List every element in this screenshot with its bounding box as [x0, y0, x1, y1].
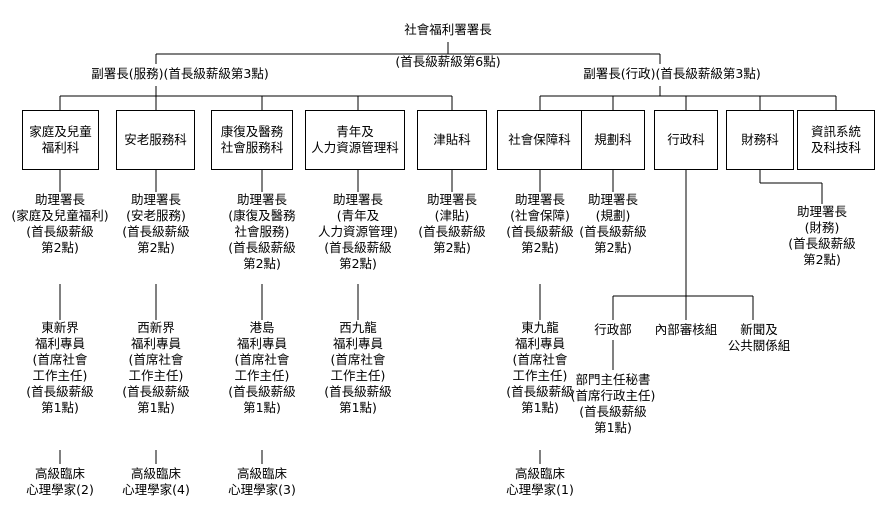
assistant-director-planning: 助理署長 (規劃) (首長級薪級 第2點) — [579, 192, 647, 255]
box-finance[interactable]: 財務科 — [726, 110, 794, 170]
box-administration[interactable]: 行政科 — [654, 110, 718, 170]
admin-unit-administration-division: 行政部 — [594, 322, 632, 337]
box-elderly-service[interactable]: 安老服務科 — [116, 110, 195, 170]
welfare-officer-west-kowloon: 西九龍 福利專員 (首席社會 工作主任) (首長級薪級 第1點) — [324, 320, 392, 415]
director-pay-point: (首長級薪級第6點) — [395, 54, 501, 69]
welfare-officer-hong-kong-island: 港島 福利專員 (首席社會 工作主任) (首長級薪級 第1點) — [228, 320, 296, 415]
box-information-systems[interactable]: 資訊系統 及科技科 — [797, 110, 875, 170]
assistant-director-rehab-medical-social-service: 助理署長 (康復及醫務 社會服務) (首長級薪級 第2點) — [228, 192, 296, 271]
admin-unit-internal-audit: 內部審核組 — [654, 322, 718, 337]
node-deputy-administration: 副署長(行政)(首長級薪級第3點) — [583, 66, 761, 81]
welfare-officer-west-new-territories: 西新界 福利專員 (首席社會 工作主任) (首長級薪級 第1點) — [122, 320, 190, 415]
senior-clinical-psychologist-east-kowloon: 高級臨床 心理學家(1) — [506, 466, 574, 497]
departmental-secretary: 部門主任秘書 (首席行政主任) (首長級薪級 第1點) — [570, 372, 656, 435]
box-social-security[interactable]: 社會保障科 — [497, 110, 582, 170]
assistant-director-finance: 助理署長 (財務) (首長級薪級 第2點) — [788, 204, 856, 267]
node-deputy-service: 副署長(服務)(首長級薪級第3點) — [91, 66, 269, 81]
box-rehab-medical-social-service[interactable]: 康復及醫務 社會服務科 — [211, 110, 293, 170]
assistant-director-family-child-welfare: 助理署長 (家庭及兒童福利) (首長級薪級 第2點) — [11, 192, 109, 255]
box-youth-manpower[interactable]: 青年及 人力資源管理科 — [305, 110, 405, 170]
assistant-director-youth-manpower: 助理署長 (青年及 人力資源管理) (首長級薪級 第2點) — [318, 192, 398, 271]
senior-clinical-psychologist-hong-kong-island: 高級臨床 心理學家(3) — [228, 466, 296, 497]
box-family-child-welfare[interactable]: 家庭及兒童 福利科 — [22, 110, 99, 170]
box-planning[interactable]: 規劃科 — [581, 110, 645, 170]
box-subventions[interactable]: 津貼科 — [417, 110, 487, 170]
admin-unit-press-public-relations: 新聞及 公共關係組 — [727, 322, 791, 353]
assistant-director-elderly-service: 助理署長 (安老服務) (首長級薪級 第2點) — [122, 192, 190, 255]
welfare-officer-east-new-territories: 東新界 福利專員 (首席社會 工作主任) (首長級薪級 第1點) — [26, 320, 94, 415]
senior-clinical-psychologist-east-new-territories: 高級臨床 心理學家(2) — [26, 466, 94, 497]
senior-clinical-psychologist-west-new-territories: 高級臨床 心理學家(4) — [122, 466, 190, 497]
assistant-director-subventions: 助理署長 (津貼) (首長級薪級 第2點) — [418, 192, 486, 255]
welfare-officer-east-kowloon: 東九龍 福利專員 (首席社會 工作主任) (首長級薪級 第1點) — [506, 320, 574, 415]
assistant-director-social-security: 助理署長 (社會保障) (首長級薪級 第2點) — [506, 192, 574, 255]
node-director: 社會福利署署長 (首長級薪級第6點) — [328, 6, 568, 86]
director-title: 社會福利署署長 — [404, 22, 492, 37]
